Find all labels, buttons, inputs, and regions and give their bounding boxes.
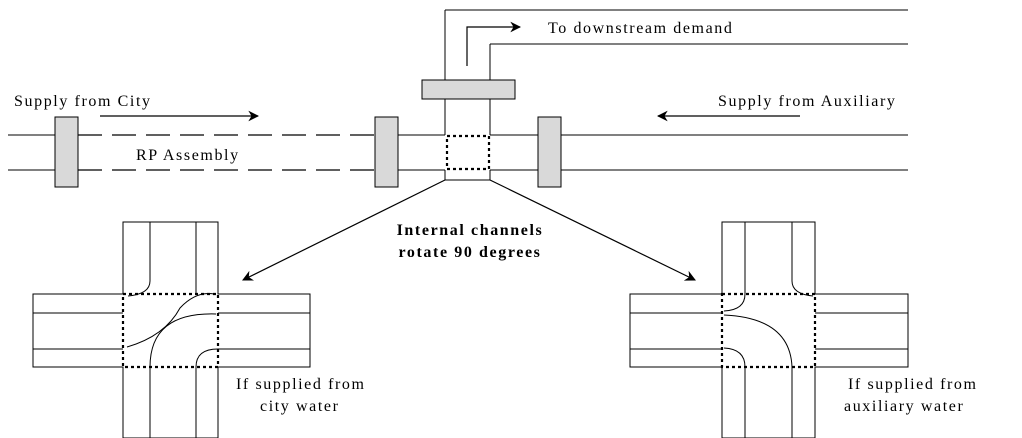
rotate-left-arrow	[242, 179, 446, 281]
aux-water-cross	[629, 221, 909, 438]
to-downstream-label: To downstream demand	[548, 20, 734, 37]
rotate-degrees-label: rotate 90 degrees	[398, 244, 541, 261]
aux-valve	[537, 116, 562, 188]
downstream-pipe	[444, 9, 908, 181]
rp-valve-left	[54, 116, 79, 188]
supply-city-label: Supply from City	[14, 93, 152, 110]
main-pipe-solid	[398, 134, 908, 171]
city-caption-line1: If supplied from	[236, 376, 366, 393]
rotate-right-arrow	[489, 179, 696, 281]
downstream-valve	[421, 79, 516, 100]
downstream-flow-arrow	[466, 21, 522, 66]
city-caption-line2: city water	[260, 398, 340, 415]
internal-channels-label: Internal channels	[397, 222, 544, 239]
rp-assembly-label: RP Assembly	[136, 147, 240, 164]
supply-aux-label: Supply from Auxiliary	[718, 93, 896, 110]
aux-caption-line2: auxiliary water	[844, 398, 964, 415]
rp-valve-right	[374, 116, 399, 188]
main-pipe-dashed	[8, 134, 375, 171]
central-internal-channel	[445, 134, 491, 171]
aux-caption-line1: If supplied from	[848, 376, 978, 393]
city-water-cross	[32, 221, 311, 438]
